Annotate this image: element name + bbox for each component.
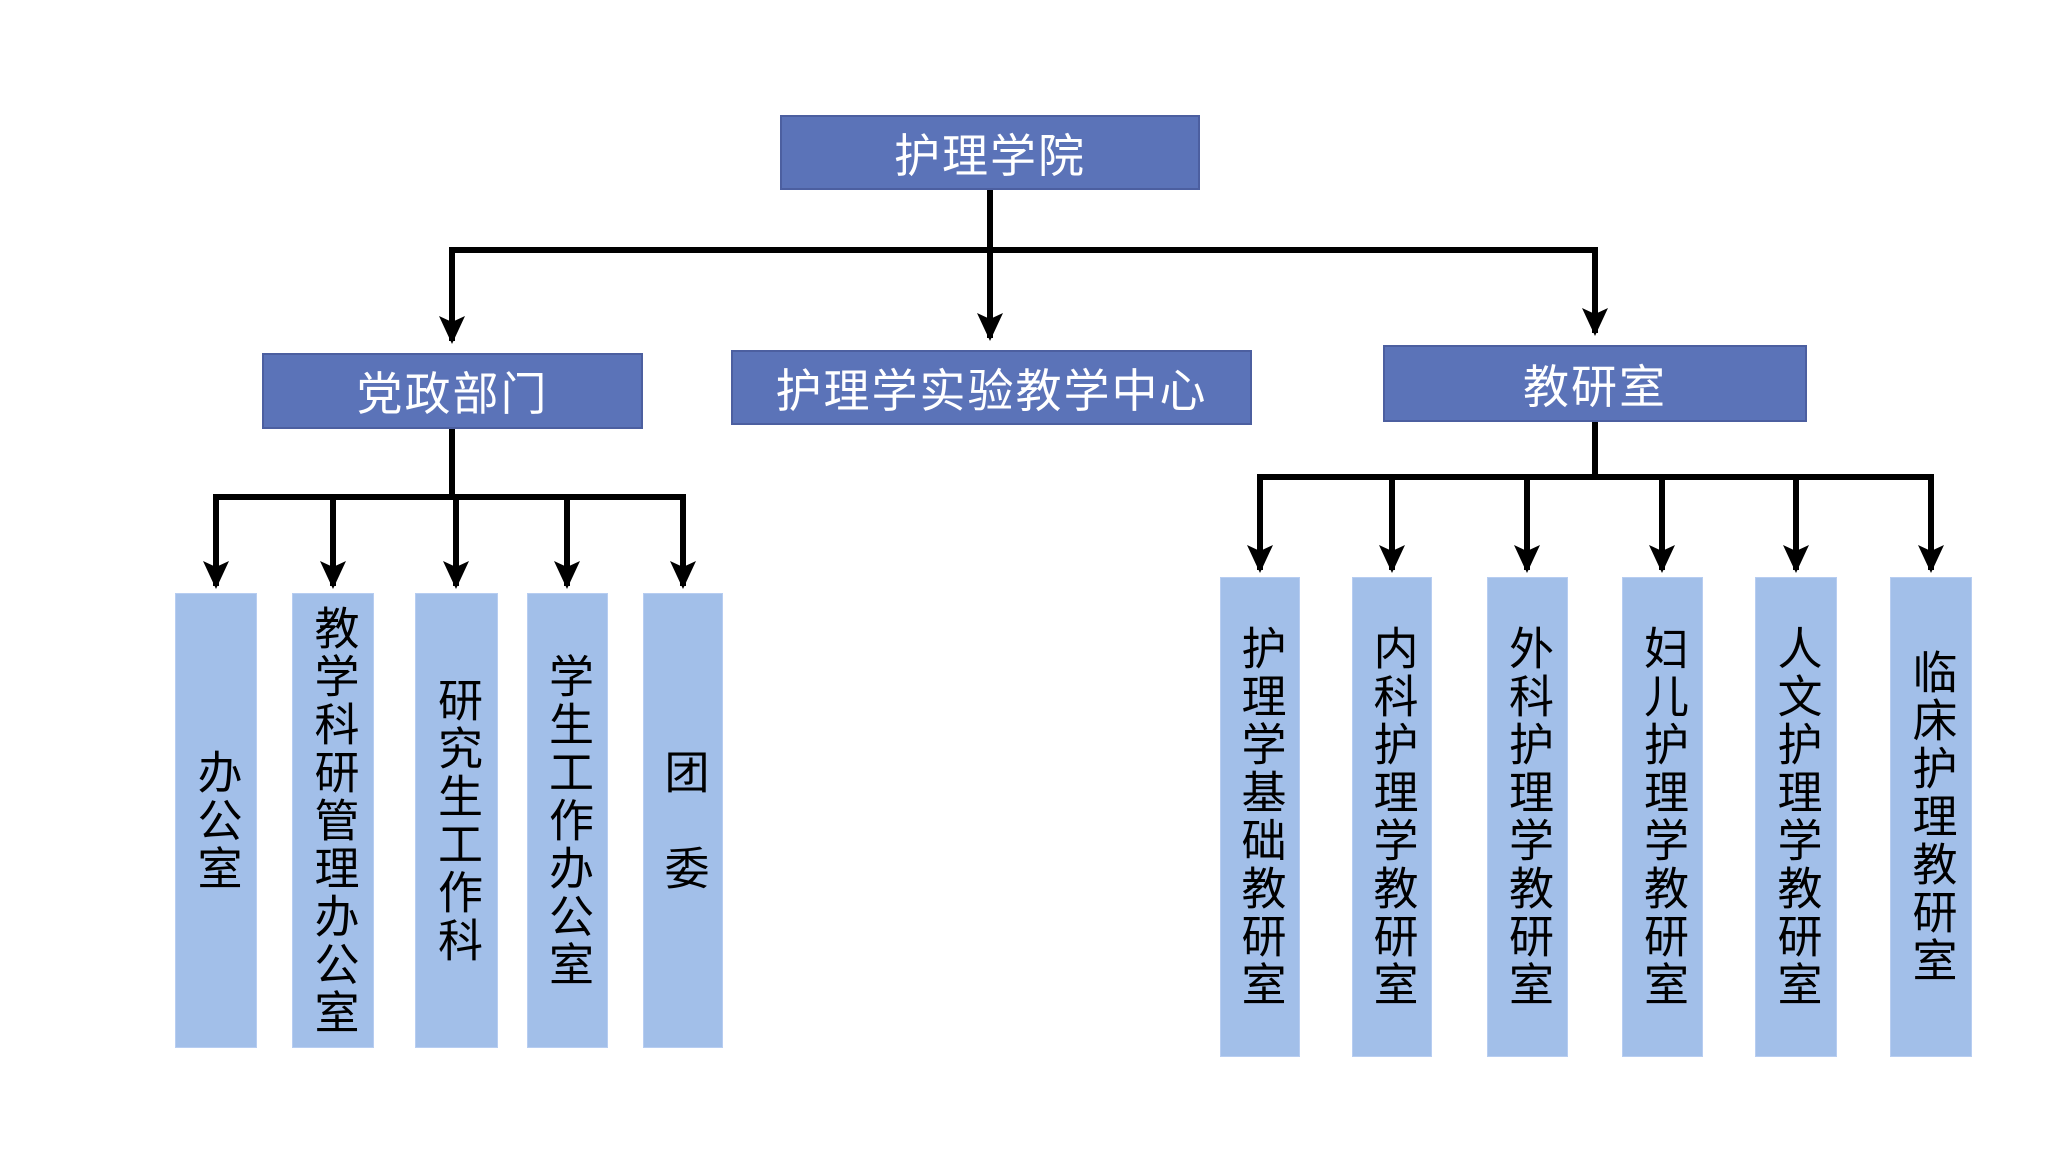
leaf-label: 临床护理教研室 [1905, 649, 1957, 985]
branch-label: 教研室 [1523, 360, 1667, 413]
leaf-youth-league-committee: 团 委 [643, 593, 723, 1048]
leaf-label: 护理学基础教研室 [1234, 625, 1286, 1009]
branch-label: 党政部门 [356, 368, 549, 420]
leaf-clinical-nursing-office: 临床护理教研室 [1890, 577, 1972, 1057]
leaf-label: 团 委 [657, 748, 709, 893]
leaf-label: 研究生工作科 [431, 676, 482, 965]
leaf-student-affairs-office: 学生工作办公室 [527, 593, 608, 1048]
leaf-label: 内科护理学教研室 [1366, 625, 1418, 1009]
leaf-label: 人文护理学教研室 [1770, 625, 1822, 1009]
branch-label: 护理学实验教学中心 [775, 364, 1208, 417]
branch-experimental-teaching-center: 护理学实验教学中心 [731, 350, 1252, 425]
leaf-surgical-nursing-office: 外科护理学教研室 [1487, 577, 1568, 1057]
leaf-label: 教学科研管理办公室 [307, 604, 359, 1037]
root-node-label: 护理学院 [894, 129, 1086, 182]
branch-teaching-research-offices: 教研室 [1383, 345, 1807, 422]
leaf-humanistic-nursing-office: 人文护理学教研室 [1755, 577, 1837, 1057]
leaf-maternal-child-nursing-office: 妇儿护理学教研室 [1622, 577, 1703, 1057]
leaf-office: 办公室 [175, 593, 257, 1048]
leaf-teaching-research-management-office: 教学科研管理办公室 [292, 593, 374, 1048]
leaf-fundamental-nursing-office: 护理学基础教研室 [1220, 577, 1300, 1057]
leaf-internal-medicine-nursing-office: 内科护理学教研室 [1352, 577, 1432, 1057]
root-node-nursing-college: 护理学院 [780, 115, 1200, 190]
leaf-graduate-work-section: 研究生工作科 [415, 593, 498, 1048]
leaf-label: 学生工作办公室 [542, 652, 593, 989]
leaf-label: 外科护理学教研室 [1502, 625, 1553, 1009]
leaf-label: 妇儿护理学教研室 [1637, 625, 1688, 1009]
leaf-label: 办公室 [190, 748, 242, 893]
branch-party-admin: 党政部门 [262, 353, 643, 429]
